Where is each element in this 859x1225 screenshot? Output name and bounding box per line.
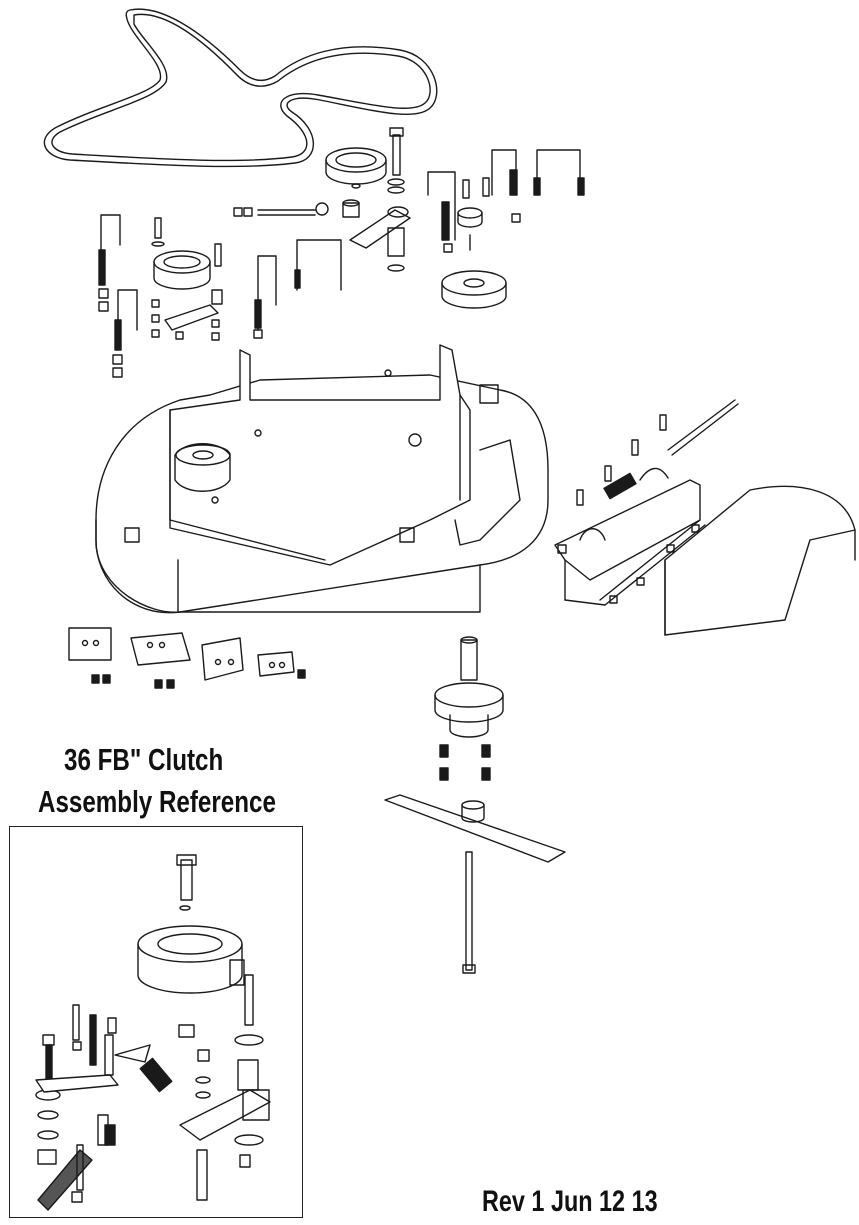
- idler-arm: [349, 206, 411, 272]
- u-bolts-center: [253, 239, 342, 339]
- blade: [384, 794, 566, 974]
- clutch-reference-parts: [35, 854, 271, 1211]
- discharge-chute: [664, 485, 856, 636]
- center-bolt-stack: [342, 127, 405, 218]
- clutch-reference-box: [9, 826, 303, 1218]
- left-idler-cluster: [98, 214, 223, 378]
- top-idler-pulley: [325, 147, 387, 189]
- chute-mount: [554, 399, 739, 606]
- reference-title-line1: 36 FB" Clutch: [64, 742, 224, 777]
- reference-title-line2: Assembly Reference: [38, 784, 276, 819]
- mower-deck: [95, 344, 549, 614]
- eye-bolt: [233, 202, 329, 217]
- drive-hub: [457, 207, 483, 251]
- u-bolts-right: [427, 149, 585, 253]
- drive-belt: [43, 8, 438, 168]
- spindle-assembly: [434, 636, 504, 781]
- revision-label: Rev 1 Jun 12 13: [482, 1185, 658, 1218]
- brackets: [68, 627, 306, 689]
- drive-pulley: [441, 270, 507, 309]
